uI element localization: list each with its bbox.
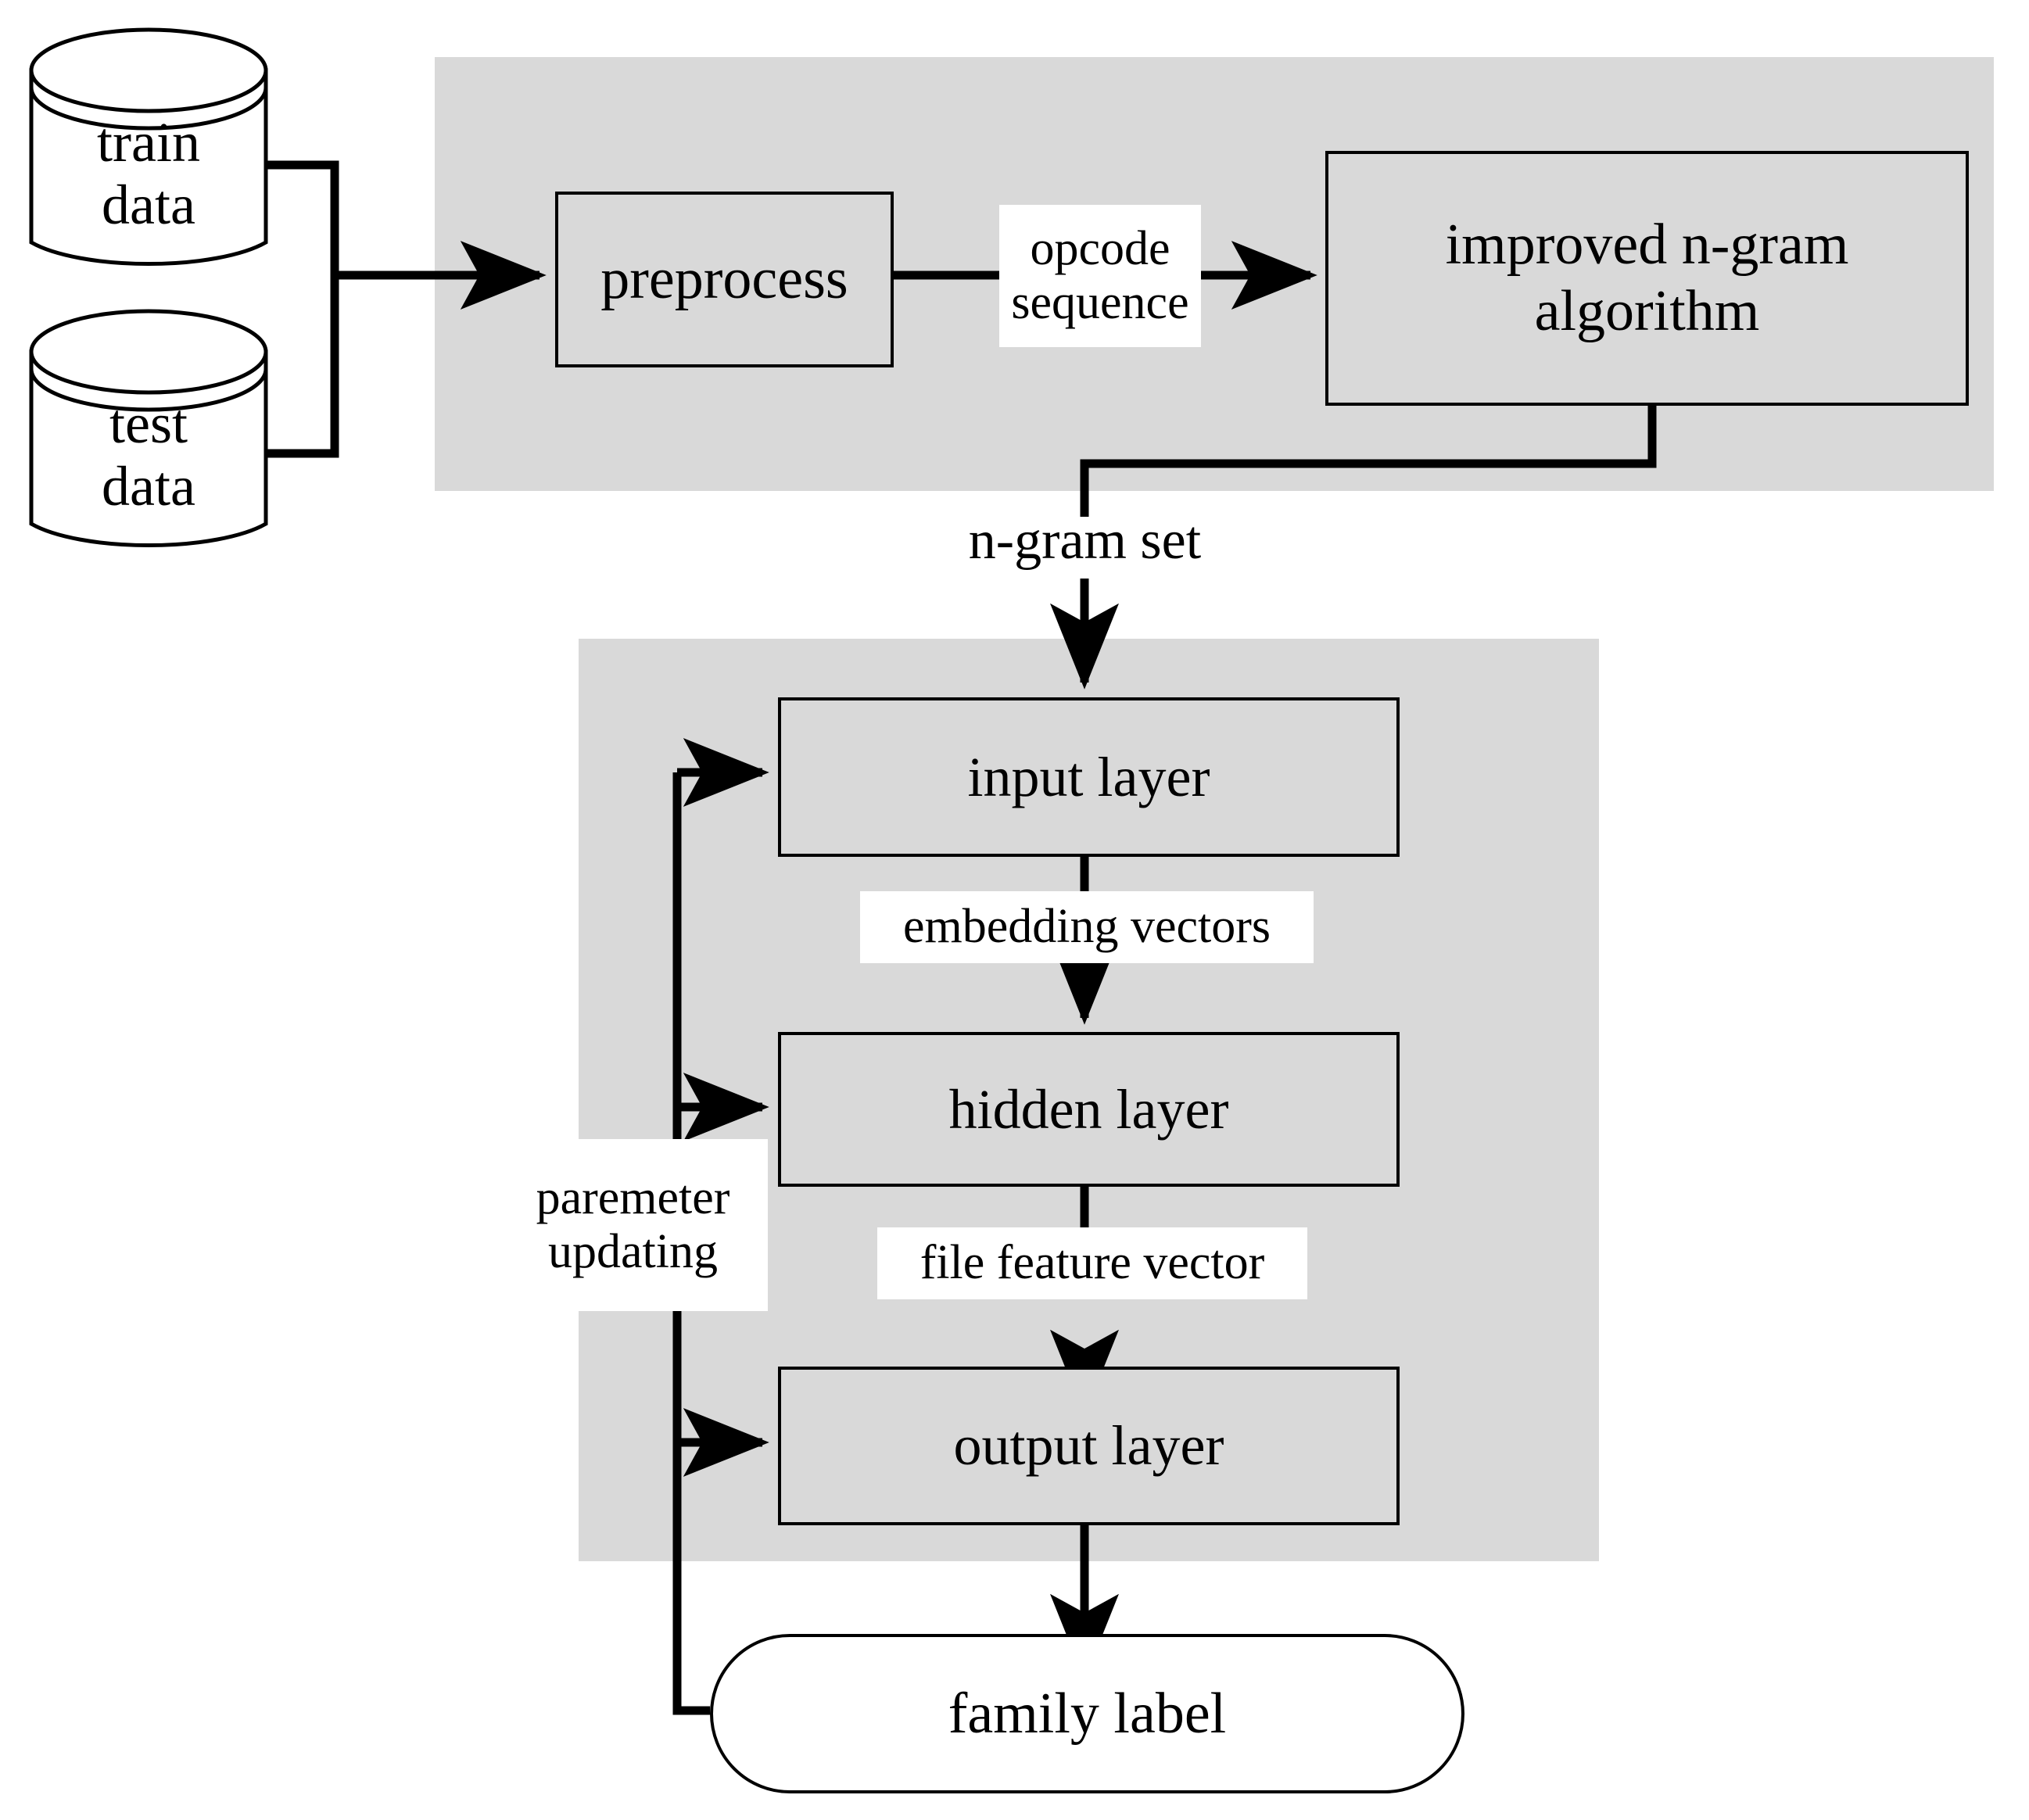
node-preprocess[interactable]: preprocess [555,192,894,367]
edge-label-embedding-vectors-text: embedding vectors [902,900,1271,954]
node-output-layer-label: output layer [953,1414,1224,1478]
edge-label-opcode-sequence-line2: sequence [1011,276,1189,329]
node-family-label-text: family label [948,1681,1227,1746]
datastore-train-data-line1: train [97,111,200,174]
edge-label-paremeter-updating-line2: updating [548,1225,718,1278]
node-preprocess-label: preprocess [600,246,848,311]
node-family-label[interactable]: family label [710,1634,1464,1793]
edge-label-opcode-sequence-line1: opcode [1030,221,1170,275]
node-improved-ngram-algorithm[interactable]: improved n-gram algorithm [1325,151,1969,406]
edge-label-file-feature-vector-text: file feature vector [920,1236,1265,1290]
edge-label-opcode-sequence: opcode sequence [999,205,1201,347]
edge-label-paremeter-updating-line1: paremeter [536,1170,730,1224]
datastore-train-data-line2: data [102,173,195,236]
node-output-layer[interactable]: output layer [778,1367,1400,1525]
node-hidden-layer-label: hidden layer [948,1077,1229,1141]
edge-label-embedding-vectors: embedding vectors [860,891,1314,963]
node-input-layer[interactable]: input layer [778,697,1400,857]
datastore-train-data[interactable]: train data [31,86,266,262]
edge-label-paremeter-updating: paremeter updating [498,1139,768,1311]
node-improved-ngram-algorithm-line2: algorithm [1534,279,1760,343]
datastore-test-data-line1: test [109,392,188,456]
edge-label-file-feature-vector: file feature vector [877,1227,1307,1299]
edge-label-n-gram-set: n-gram set [938,510,1231,572]
node-hidden-layer[interactable]: hidden layer [778,1032,1400,1187]
edge-label-n-gram-set-text: n-gram set [968,511,1202,571]
node-input-layer-label: input layer [967,745,1210,808]
datastore-test-data-line2: data [102,454,195,518]
datastore-test-data[interactable]: test data [31,367,266,543]
node-improved-ngram-algorithm-line1: improved n-gram [1445,212,1849,277]
